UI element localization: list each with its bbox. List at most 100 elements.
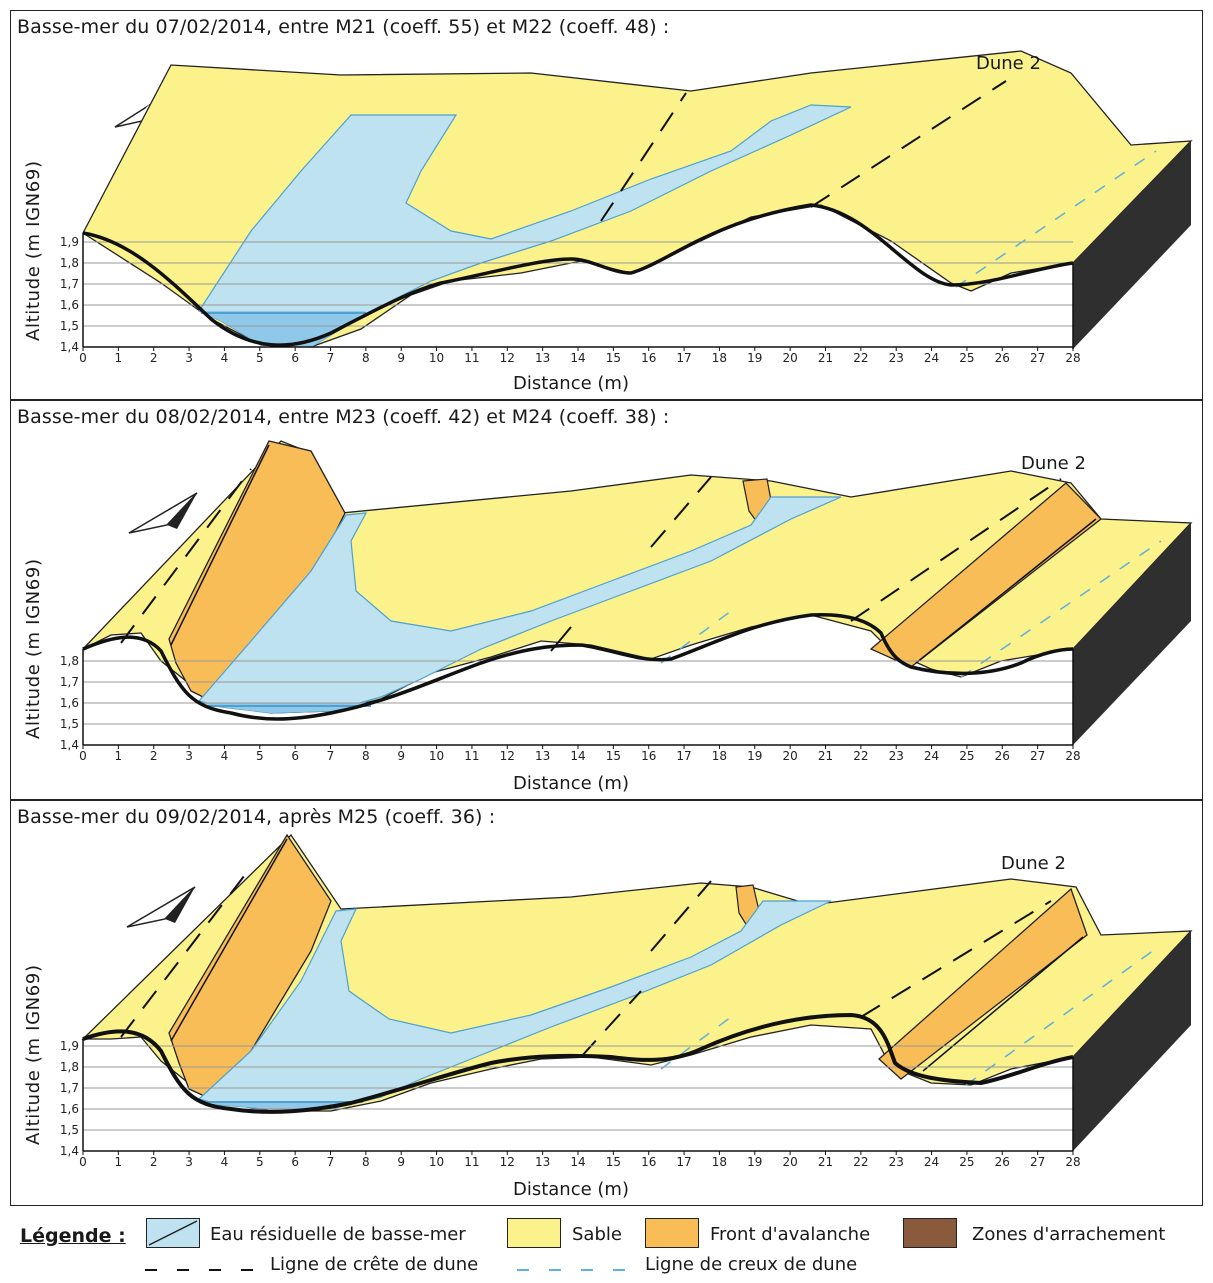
x-tick-label: 3 <box>185 1155 193 1169</box>
x-tick-label: 1 <box>115 351 123 365</box>
x-tick-label: 6 <box>291 1155 299 1169</box>
x-tick-label: 8 <box>362 1155 370 1169</box>
svg-text:1,5: 1,5 <box>60 717 79 731</box>
dune-label: Dune 2 <box>1001 853 1066 874</box>
legend-swatch-sand <box>507 1218 561 1248</box>
block-diagram: N Dune 2 1,9 1,8 1,7 1,6 1,5 <box>23 50 1193 394</box>
svg-text:1,4: 1,4 <box>60 1144 79 1158</box>
x-tick-label: 23 <box>889 351 904 365</box>
dune-label: Dune 2 <box>976 53 1041 74</box>
x-tick-label: 6 <box>291 351 299 365</box>
x-tick-label: 13 <box>535 1155 550 1169</box>
profile-line <box>82 203 1074 347</box>
x-tick-label: 20 <box>783 749 798 763</box>
legend: Légende : Eau résiduelle de basse-mer Sa… <box>10 1216 1203 1276</box>
svg-text:1,7: 1,7 <box>60 277 79 291</box>
x-axis-label: Distance (m) <box>513 373 629 394</box>
x-tick-label: 14 <box>570 749 585 763</box>
svg-text:1,8: 1,8 <box>60 654 79 668</box>
svg-text:1,9: 1,9 <box>60 1039 79 1053</box>
x-tick-label: 7 <box>327 1155 335 1169</box>
svg-text:1,5: 1,5 <box>60 1123 79 1137</box>
x-tick-label: 15 <box>606 749 621 763</box>
y-axis-label: Altitude (m IGN69) <box>23 161 44 341</box>
legend-swatch-avalanche <box>645 1218 699 1248</box>
x-tick-label: 10 <box>429 351 444 365</box>
x-tick-label: 3 <box>185 749 193 763</box>
x-tick-label: 17 <box>676 1155 691 1169</box>
x-tick-label: 5 <box>256 1155 264 1169</box>
x-tick-label: 26 <box>995 351 1010 365</box>
x-tick-label: 28 <box>1065 351 1080 365</box>
y-ticks: 1,9 1,8 1,7 1,6 1,5 1,4 <box>60 1039 79 1158</box>
x-tick-label: 10 <box>429 749 444 763</box>
dune-label: Dune 2 <box>1021 453 1086 474</box>
x-tick-label: 25 <box>959 749 974 763</box>
x-tick-label: 17 <box>676 351 691 365</box>
legend-label-avalanche: Front d'avalanche <box>710 1224 871 1245</box>
x-tick-label: 1 <box>115 749 123 763</box>
x-tick-label: 16 <box>641 351 656 365</box>
x-tick-label: 5 <box>256 749 264 763</box>
x-tick-label: 11 <box>464 749 479 763</box>
svg-text:1,4: 1,4 <box>60 340 79 354</box>
x-tick-label: 22 <box>853 351 868 365</box>
x-tick-label: 27 <box>1030 351 1045 365</box>
x-tick-label: 23 <box>889 749 904 763</box>
x-tick-label: 21 <box>818 749 833 763</box>
legend-label-sand: Sable <box>572 1224 622 1245</box>
x-tick-label: 13 <box>535 749 550 763</box>
svg-text:1,4: 1,4 <box>60 738 79 752</box>
x-tick-label: 15 <box>606 351 621 365</box>
y-ticks: 1,8 1,7 1,6 1,5 1,4 <box>60 654 79 752</box>
panel-3: Basse-mer du 09/02/2014, après M25 (coef… <box>10 800 1203 1206</box>
svg-text:1,6: 1,6 <box>60 696 79 710</box>
x-tick-label: 10 <box>429 1155 444 1169</box>
x-tick-label: 25 <box>959 1155 974 1169</box>
x-tick-label: 22 <box>853 749 868 763</box>
x-tick-label: 21 <box>818 351 833 365</box>
x-tick-label: 11 <box>464 351 479 365</box>
x-tick-label: 7 <box>327 749 335 763</box>
x-tick-label: 19 <box>747 1155 762 1169</box>
x-tick-label: 20 <box>783 351 798 365</box>
block-diagram: Dune 2 1,8 1,7 1,6 1,5 1,4 Altitude (m I… <box>23 440 1193 794</box>
panel-title: Basse-mer du 09/02/2014, après M25 (coef… <box>17 806 496 828</box>
x-tick-label: 4 <box>221 749 229 763</box>
x-tick-label: 15 <box>606 1155 621 1169</box>
x-tick-label: 24 <box>924 351 939 365</box>
x-tick-label: 14 <box>570 1155 585 1169</box>
x-tick-label: 25 <box>959 351 974 365</box>
avalanche-front <box>168 833 332 1100</box>
avalanche-front <box>878 887 1088 1080</box>
block-diagram: Dune 2 1,9 1,8 1,7 1,6 1,5 1,4 Altitude … <box>23 833 1193 1200</box>
x-tick-label: 16 <box>641 1155 656 1169</box>
x-tick-label: 13 <box>535 351 550 365</box>
x-tick-label: 18 <box>712 1155 727 1169</box>
x-tick-label: 8 <box>362 351 370 365</box>
block-side <box>1073 141 1191 349</box>
x-tick-label: 11 <box>464 1155 479 1169</box>
x-tick-label: 0 <box>79 351 87 365</box>
x-tick-label: 18 <box>712 351 727 365</box>
x-tick-label: 2 <box>150 351 158 365</box>
panel-1: Basse-mer du 07/02/2014, entre M21 (coef… <box>10 10 1203 400</box>
x-tick-label: 9 <box>397 351 405 365</box>
x-tick-label: 3 <box>185 351 193 365</box>
legend-trough-line <box>517 1269 637 1271</box>
x-tick-label: 24 <box>924 749 939 763</box>
y-ticks: 1,9 1,8 1,7 1,6 1,5 1,4 <box>60 235 79 354</box>
block-side <box>1073 931 1191 1151</box>
x-tick-label: 1 <box>115 1155 123 1169</box>
water-area <box>197 496 842 714</box>
svg-text:1,9: 1,9 <box>60 235 79 249</box>
x-tick-label: 18 <box>712 749 727 763</box>
svg-text:1,7: 1,7 <box>60 1081 79 1095</box>
x-tick-label: 27 <box>1030 749 1045 763</box>
x-axis-label: Distance (m) <box>513 1179 629 1200</box>
x-tick-label: 19 <box>747 351 762 365</box>
x-tick-label: 9 <box>397 749 405 763</box>
x-tick-label: 7 <box>327 351 335 365</box>
